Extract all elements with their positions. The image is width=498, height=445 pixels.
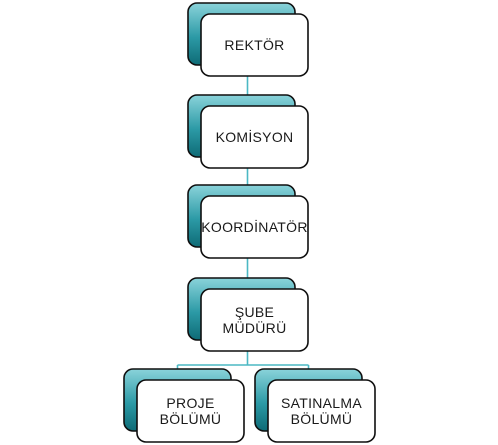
node-koordinator: KOORDİNATÖR [187, 184, 309, 259]
node-proje-bolumu-label-line-2: BÖLÜMÜ [160, 410, 222, 427]
node-komisyon: KOMİSYON [187, 94, 309, 169]
node-satinalma-bolumu-label-line-1: SATINALMA [281, 395, 362, 411]
node-komisyon-front-box [200, 105, 309, 169]
node-koordinator-label-line-1: KOORDİNATÖR [201, 218, 308, 235]
node-rektor-label-line-1: REKTÖR [224, 36, 284, 53]
node-rektor-front-box [200, 13, 309, 77]
node-koordinator-front-box [200, 195, 309, 259]
node-sube-muduru-label-line-2: MÜDÜRÜ [222, 319, 286, 336]
node-komisyon-label-line-1: KOMİSYON [216, 128, 294, 145]
node-sube-muduru-label-line-1: ŞUBE [235, 304, 274, 320]
node-satinalma-bolumu-label-line-2: BÖLÜMÜ [291, 410, 353, 427]
node-sube-muduru-front-box [200, 288, 309, 352]
connectors-layer [176, 76, 310, 369]
node-rektor: REKTÖR [187, 2, 309, 77]
node-satinalma-bolumu-front-box [267, 379, 376, 443]
node-proje-bolumu-front-box [136, 379, 245, 443]
node-proje-bolumu-label-line-1: PROJE [166, 395, 214, 411]
